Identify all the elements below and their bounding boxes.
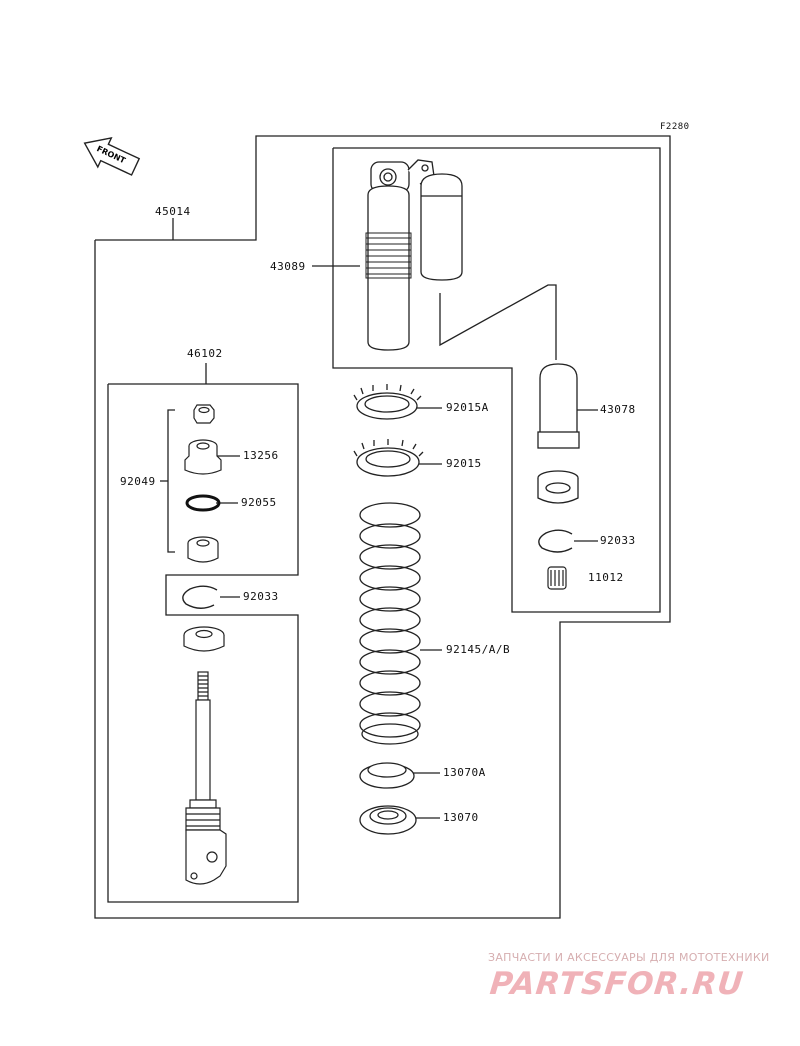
watermark-tagline: ЗАПЧАСТИ И АКСЕССУАРЫ ДЛЯ МОТОТЕХНИКИ xyxy=(488,951,770,964)
reservoir-cap xyxy=(537,363,580,449)
circlip-left xyxy=(182,585,218,609)
bushing-lower xyxy=(187,536,219,563)
nut-top xyxy=(193,404,215,424)
valve xyxy=(547,566,567,590)
label-92015a: 92015A xyxy=(446,401,489,414)
bushing-upper xyxy=(184,439,222,475)
watermark-logo: PARTSFOR.RU xyxy=(488,966,746,1002)
bladder xyxy=(537,470,579,504)
shock-body-frame xyxy=(332,147,661,613)
label-92055: 92055 xyxy=(241,496,277,509)
front-arrow-icon xyxy=(83,137,141,176)
damper-rod xyxy=(185,671,227,885)
label-92145: 92145/A/B xyxy=(446,643,511,656)
guide-a xyxy=(359,762,415,789)
label-13256: 13256 xyxy=(243,449,279,462)
label-46102: 46102 xyxy=(187,347,223,360)
label-92033-right: 92033 xyxy=(600,534,636,547)
label-92033-left: 92033 xyxy=(243,590,279,603)
guide xyxy=(359,805,417,835)
nut xyxy=(353,439,424,477)
nut-a xyxy=(353,384,422,420)
label-13070a: 13070A xyxy=(443,766,486,779)
label-92015: 92015 xyxy=(446,457,482,470)
label-45014: 45014 xyxy=(155,205,191,218)
assembly-frame xyxy=(94,135,671,919)
spring xyxy=(359,502,421,745)
label-11012: 11012 xyxy=(588,571,624,584)
label-92049: 92049 xyxy=(120,475,156,488)
figure-code: F2280 xyxy=(660,122,690,132)
shock-body xyxy=(365,159,463,351)
o-ring xyxy=(185,494,221,512)
damper-collar xyxy=(183,626,225,652)
cylinder-kit-frame xyxy=(107,383,299,903)
circlip-right xyxy=(538,529,573,553)
label-43078: 43078 xyxy=(600,403,636,416)
label-13070: 13070 xyxy=(443,811,479,824)
label-43089: 43089 xyxy=(270,260,306,273)
